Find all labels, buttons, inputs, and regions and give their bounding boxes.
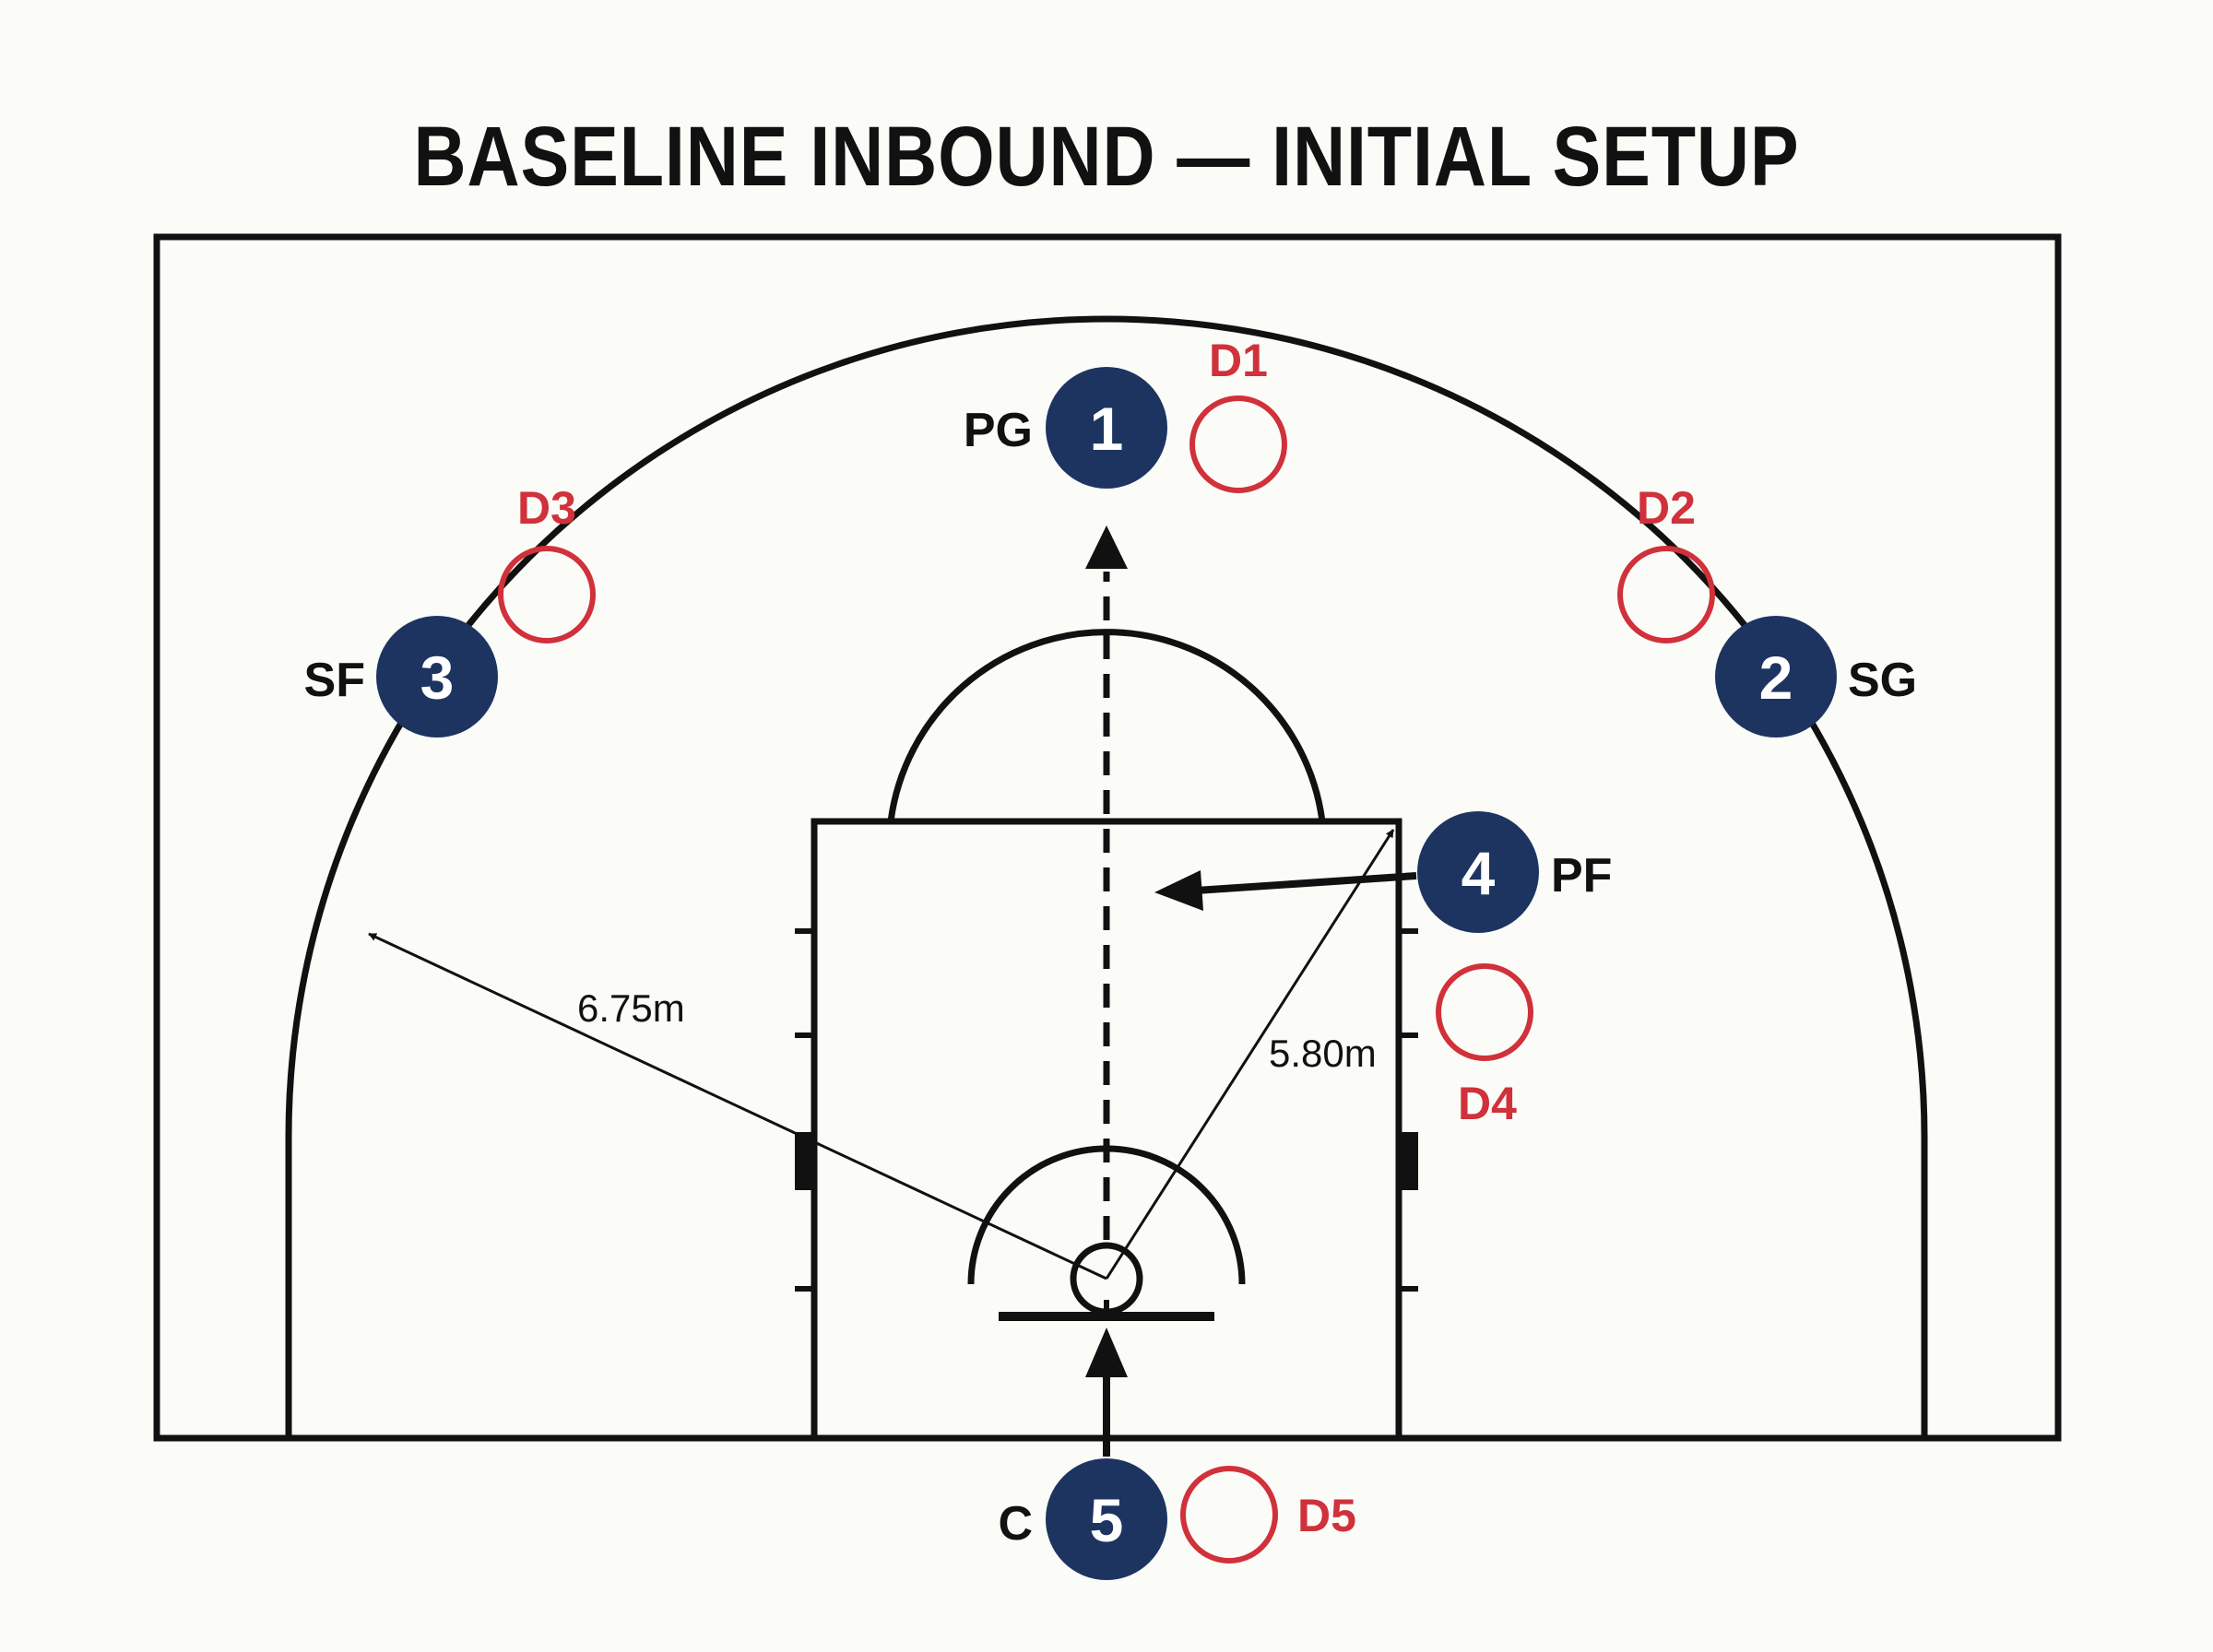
hoop xyxy=(1070,1242,1143,1316)
screen-path xyxy=(1195,872,1417,894)
defender-marker-d3 xyxy=(498,546,596,643)
defender-marker-d5 xyxy=(1180,1466,1278,1564)
player-marker xyxy=(1046,1458,1167,1580)
cut-path-arrowhead xyxy=(1085,525,1128,569)
three-point-line xyxy=(285,315,1928,1438)
player-5-c: 5 C xyxy=(998,1458,1167,1580)
player-marker xyxy=(1046,367,1167,489)
measurements: 6.75m 5.80m xyxy=(368,829,1395,1280)
player-number: 5 xyxy=(1090,1486,1124,1554)
screen-path-arrowhead xyxy=(1154,870,1203,911)
player-1-pg: 1 PG xyxy=(964,367,1167,489)
defender-label-d1: D1 xyxy=(1209,335,1268,386)
player-number: 3 xyxy=(420,643,455,712)
player-marker xyxy=(1417,811,1539,933)
three-point-radius-line xyxy=(368,932,1107,1280)
player-4-pf: 4 PF xyxy=(1417,811,1612,933)
player-position: PG xyxy=(964,404,1033,457)
defender-marker-d2 xyxy=(1617,546,1715,643)
diagram-title: BASELINE INBOUND — INITIAL SETUP xyxy=(413,110,1800,204)
defender-label-d5: D5 xyxy=(1297,1490,1356,1541)
inbound-pass-arrowhead xyxy=(1085,1328,1128,1377)
player-position: SF xyxy=(304,654,365,707)
defender-label-d2: D2 xyxy=(1637,482,1696,534)
defender-label-d4: D4 xyxy=(1458,1078,1517,1129)
defender-label-d3: D3 xyxy=(517,482,576,534)
player-number: 4 xyxy=(1462,839,1496,907)
offense-players: 1 PG 2 SG 3 SF 4 PF 5 C xyxy=(304,367,1917,1580)
lane-corner-label: 5.80m xyxy=(1269,1032,1377,1075)
player-number: 1 xyxy=(1090,395,1124,463)
player-marker xyxy=(1715,616,1837,738)
player-marker xyxy=(376,616,498,738)
defender-labels: D1 D2 D3 D4 D5 xyxy=(517,335,1696,1541)
block-mark-left xyxy=(795,1132,814,1190)
defender-marker-d4 xyxy=(1436,963,1533,1061)
block-mark-right xyxy=(1399,1132,1418,1190)
player-3-sf: 3 SF xyxy=(304,616,498,738)
defenders xyxy=(498,395,1715,1564)
free-throw-semicircle xyxy=(887,629,1326,822)
action-arrows xyxy=(1085,525,1417,1457)
defender-marker-d1 xyxy=(1189,395,1287,493)
three-point-radius-label: 6.75m xyxy=(577,986,685,1030)
player-position: PF xyxy=(1551,849,1612,903)
player-2-sg: 2 SG xyxy=(1715,616,1917,738)
lane-corner-measure-line xyxy=(1105,829,1395,1280)
player-number: 2 xyxy=(1759,643,1793,712)
player-position: C xyxy=(998,1497,1033,1551)
player-position: SG xyxy=(1848,654,1917,707)
